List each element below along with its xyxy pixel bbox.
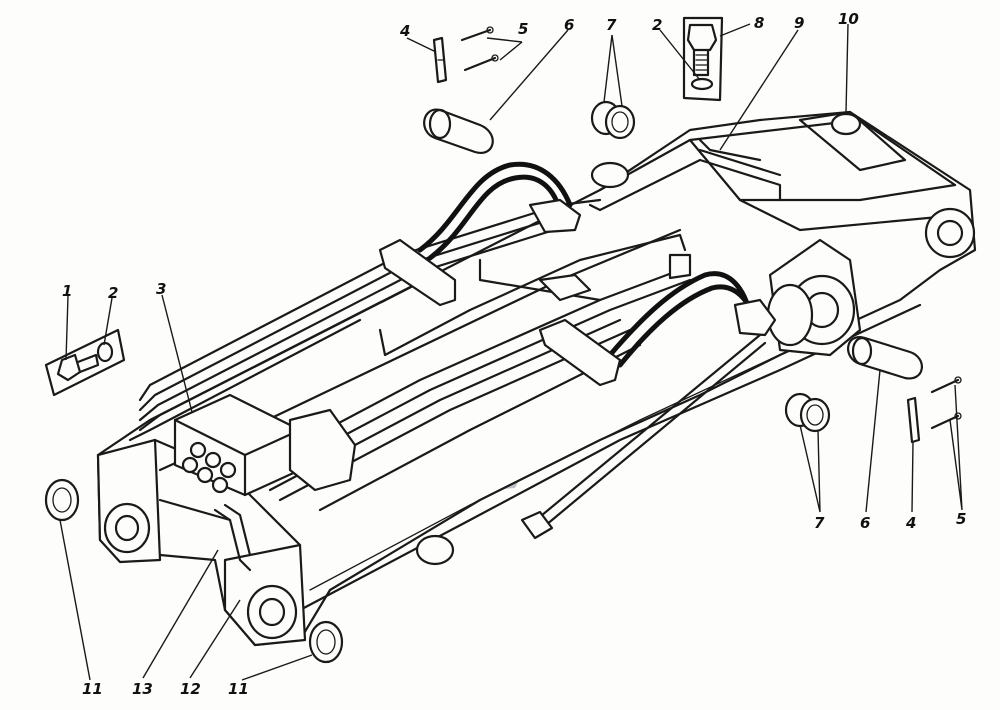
seal-rings-top (590, 100, 636, 140)
callout-7-right: 7 (814, 514, 825, 532)
cotter-pins-top (460, 26, 499, 72)
boom-end-boss (924, 207, 976, 259)
left-fork-lugs (96, 438, 455, 647)
callout-13: 13 (132, 680, 153, 698)
distributor-block (173, 393, 357, 572)
roller-right (847, 336, 923, 380)
callout-8: 8 (754, 14, 764, 32)
callout-3: 3 (156, 280, 166, 298)
ring-bottom (308, 620, 344, 664)
pipe-clamps (378, 198, 777, 387)
callout-4-top: 4 (399, 22, 410, 40)
cotter-pins-right (930, 376, 962, 430)
callout-1: 1 (62, 282, 72, 300)
hydraulic-pipes (128, 138, 782, 512)
callout-5-right: 5 (956, 510, 966, 528)
seal-rings-right (784, 392, 831, 433)
left-lug-bore-upper (103, 502, 151, 554)
left-lug-bore-lower (246, 584, 298, 640)
callout-labels: 1 2 3 4 5 6 7 2 8 9 10 7 6 4 5 11 13 12 … (62, 10, 966, 698)
bolt-with-washer (682, 16, 724, 102)
callout-9: 9 (794, 14, 804, 32)
callout-2-top: 2 (652, 16, 662, 34)
callout-10: 10 (838, 10, 859, 28)
pin-right (906, 396, 921, 444)
callout-12: 12 (180, 680, 201, 698)
long-tube (520, 333, 767, 540)
pin-top (432, 36, 448, 84)
leader-lines (59, 23, 963, 681)
callout-11-left: 11 (82, 680, 103, 698)
tube-end-plug (520, 510, 554, 540)
callout-7-top: 7 (606, 16, 617, 34)
roller-top (423, 108, 494, 155)
callout-2-left: 2 (108, 284, 118, 302)
callout-4-right: 4 (905, 514, 916, 532)
callout-6-right: 6 (860, 514, 870, 532)
callout-11-bottom: 11 (228, 680, 249, 698)
bolt-left (44, 328, 126, 397)
callout-5-top: 5 (518, 20, 528, 38)
callout-6-top: 6 (564, 16, 574, 34)
ring-left (44, 478, 80, 522)
